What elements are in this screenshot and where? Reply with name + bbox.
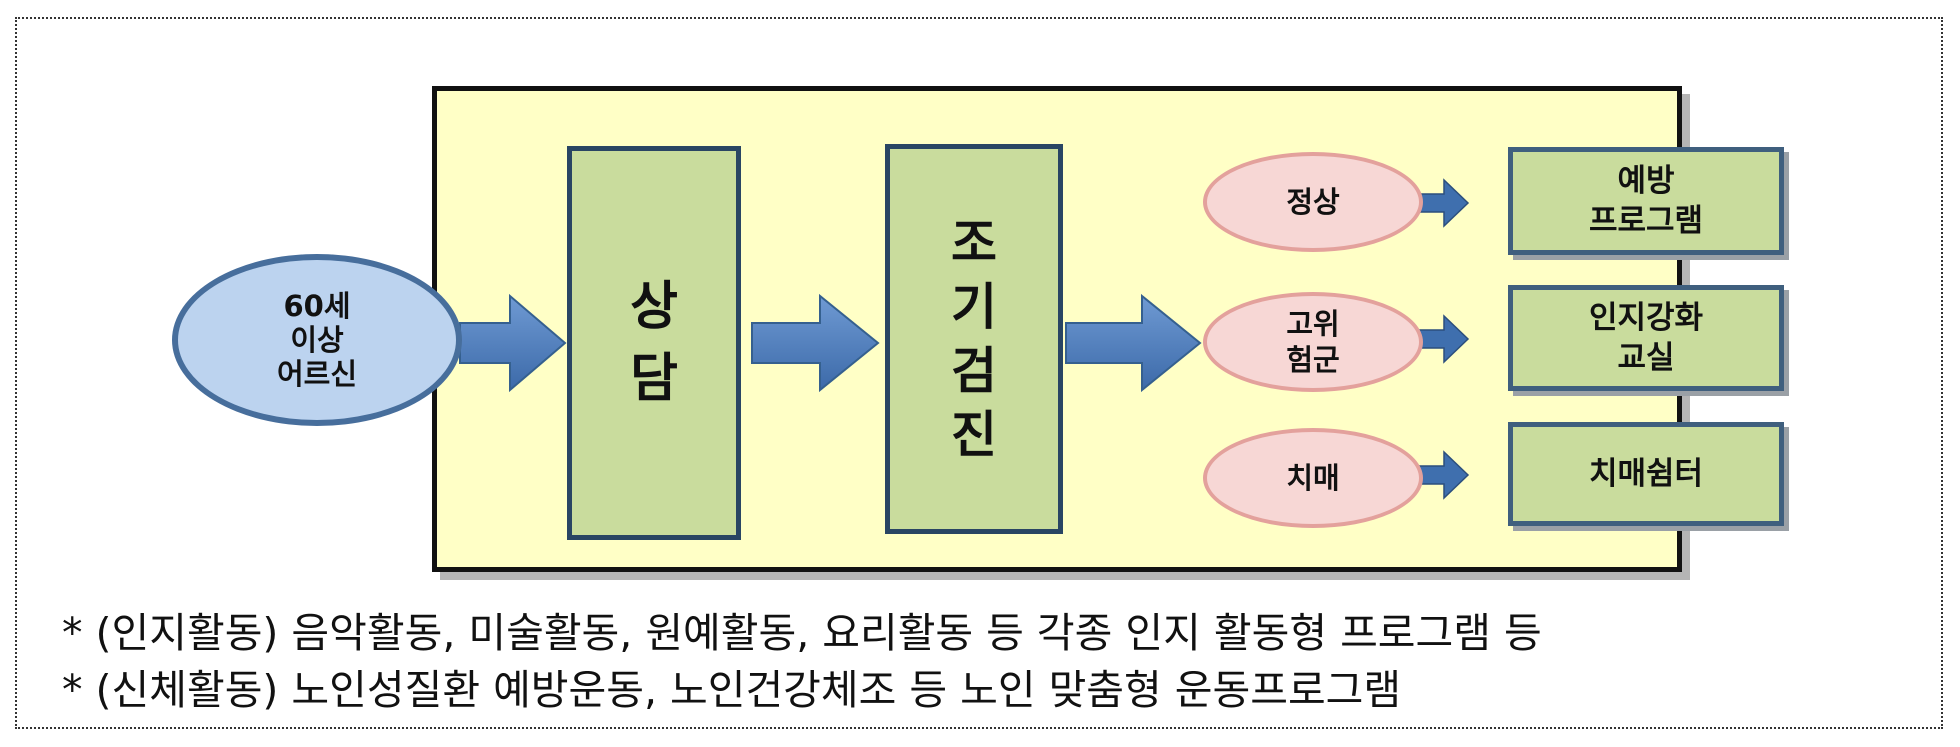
arrow-screening-to-highrisk	[1065, 293, 1202, 393]
note-physical-activities: * (신체활동) 노인성질환 예방운동, 노인건강체조 등 노인 맞춤형 운동프…	[62, 666, 1402, 714]
stage-counseling: 상 담	[567, 146, 741, 540]
outcome-high-risk: 고위 험군	[1203, 292, 1423, 392]
outcome-normal-label: 정상	[1286, 185, 1340, 219]
outcome-dementia-label: 치매	[1286, 461, 1340, 495]
stage-early-screening-label: 조 기 검 진	[951, 214, 997, 464]
stage-early-screening: 조 기 검 진	[885, 144, 1063, 534]
program-dementia-shelter: 치매쉼터	[1508, 422, 1784, 526]
arrow-highrisk-to-cognitive	[1417, 314, 1470, 364]
arrow-start-to-counsel	[459, 293, 567, 393]
arrow-normal-to-prevention	[1417, 178, 1470, 228]
outcome-dementia: 치매	[1203, 428, 1423, 528]
start-node-label: 60세 이상 어르신	[276, 289, 358, 391]
outcome-high-risk-label: 고위 험군	[1286, 307, 1340, 377]
program-prevention: 예방 프로그램	[1508, 147, 1784, 255]
program-cognitive-class-label: 인지강화 교실	[1588, 300, 1704, 376]
program-prevention-label: 예방 프로그램	[1588, 163, 1704, 239]
start-node-elderly: 60세 이상 어르신	[172, 254, 462, 426]
arrow-counsel-to-screening	[751, 293, 880, 393]
dotted-border-frame	[15, 17, 1943, 729]
program-cognitive-class: 인지강화 교실	[1508, 285, 1784, 391]
outcome-normal: 정상	[1203, 152, 1423, 252]
note-cognitive-activities: * (인지활동) 음악활동, 미술활동, 원예활동, 요리활동 등 각종 인지 …	[62, 609, 1542, 657]
stage-counseling-label: 상 담	[630, 277, 678, 409]
arrow-dementia-to-shelter	[1417, 450, 1470, 500]
program-dementia-shelter-label: 치매쉼터	[1588, 456, 1704, 492]
